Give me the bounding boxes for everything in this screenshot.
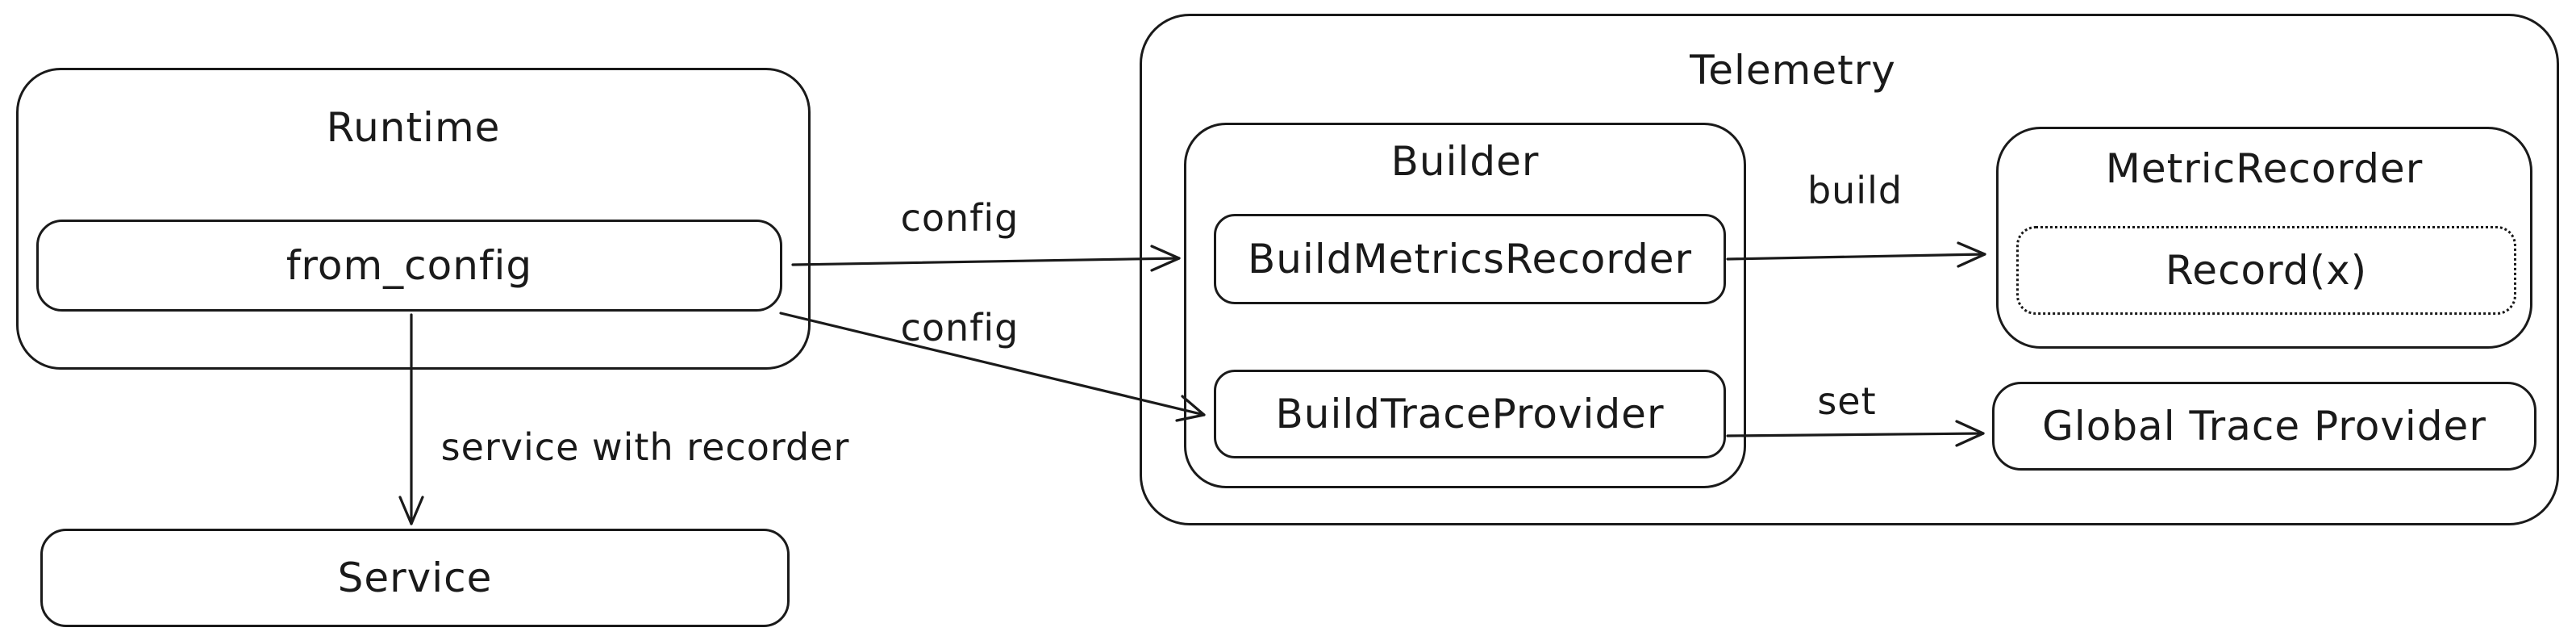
runtime-label: Runtime [326, 104, 501, 151]
edge-label-config-to-trace: config [900, 306, 1019, 349]
build-metrics-recorder-label: BuildMetricsRecorder [1247, 236, 1693, 282]
metric-recorder-box: MetricRecorder [1996, 127, 2532, 349]
builder-label: Builder [1390, 138, 1540, 185]
metric-recorder-label: MetricRecorder [2105, 145, 2424, 192]
global-trace-provider-box: Global Trace Provider [1992, 382, 2536, 471]
builder-container: Builder [1184, 123, 1746, 488]
record-x-box: Record(x) [2016, 226, 2516, 315]
from-config-label: from_config [286, 242, 533, 289]
telemetry-container: Telemetry [1140, 14, 2559, 525]
telemetry-label: Telemetry [1690, 47, 1896, 94]
from-config-box: from_config [36, 220, 782, 312]
runtime-box: Runtime [16, 68, 811, 370]
global-trace-provider-label: Global Trace Provider [2042, 403, 2486, 450]
build-metrics-recorder-box: BuildMetricsRecorder [1214, 214, 1726, 304]
build-trace-provider-label: BuildTraceProvider [1275, 391, 1665, 437]
build-trace-provider-box: BuildTraceProvider [1214, 370, 1726, 458]
record-x-label: Record(x) [2165, 247, 2368, 294]
edge-label-build: build [1807, 169, 1903, 212]
edge-label-config-to-metrics: config [900, 196, 1019, 240]
edge-label-service-with-recorder: service with recorder [440, 425, 850, 469]
service-box: Service [40, 529, 790, 627]
service-label: Service [337, 554, 493, 601]
config-arrow-to-metrics [791, 245, 1181, 272]
edge-label-set: set [1817, 379, 1877, 423]
